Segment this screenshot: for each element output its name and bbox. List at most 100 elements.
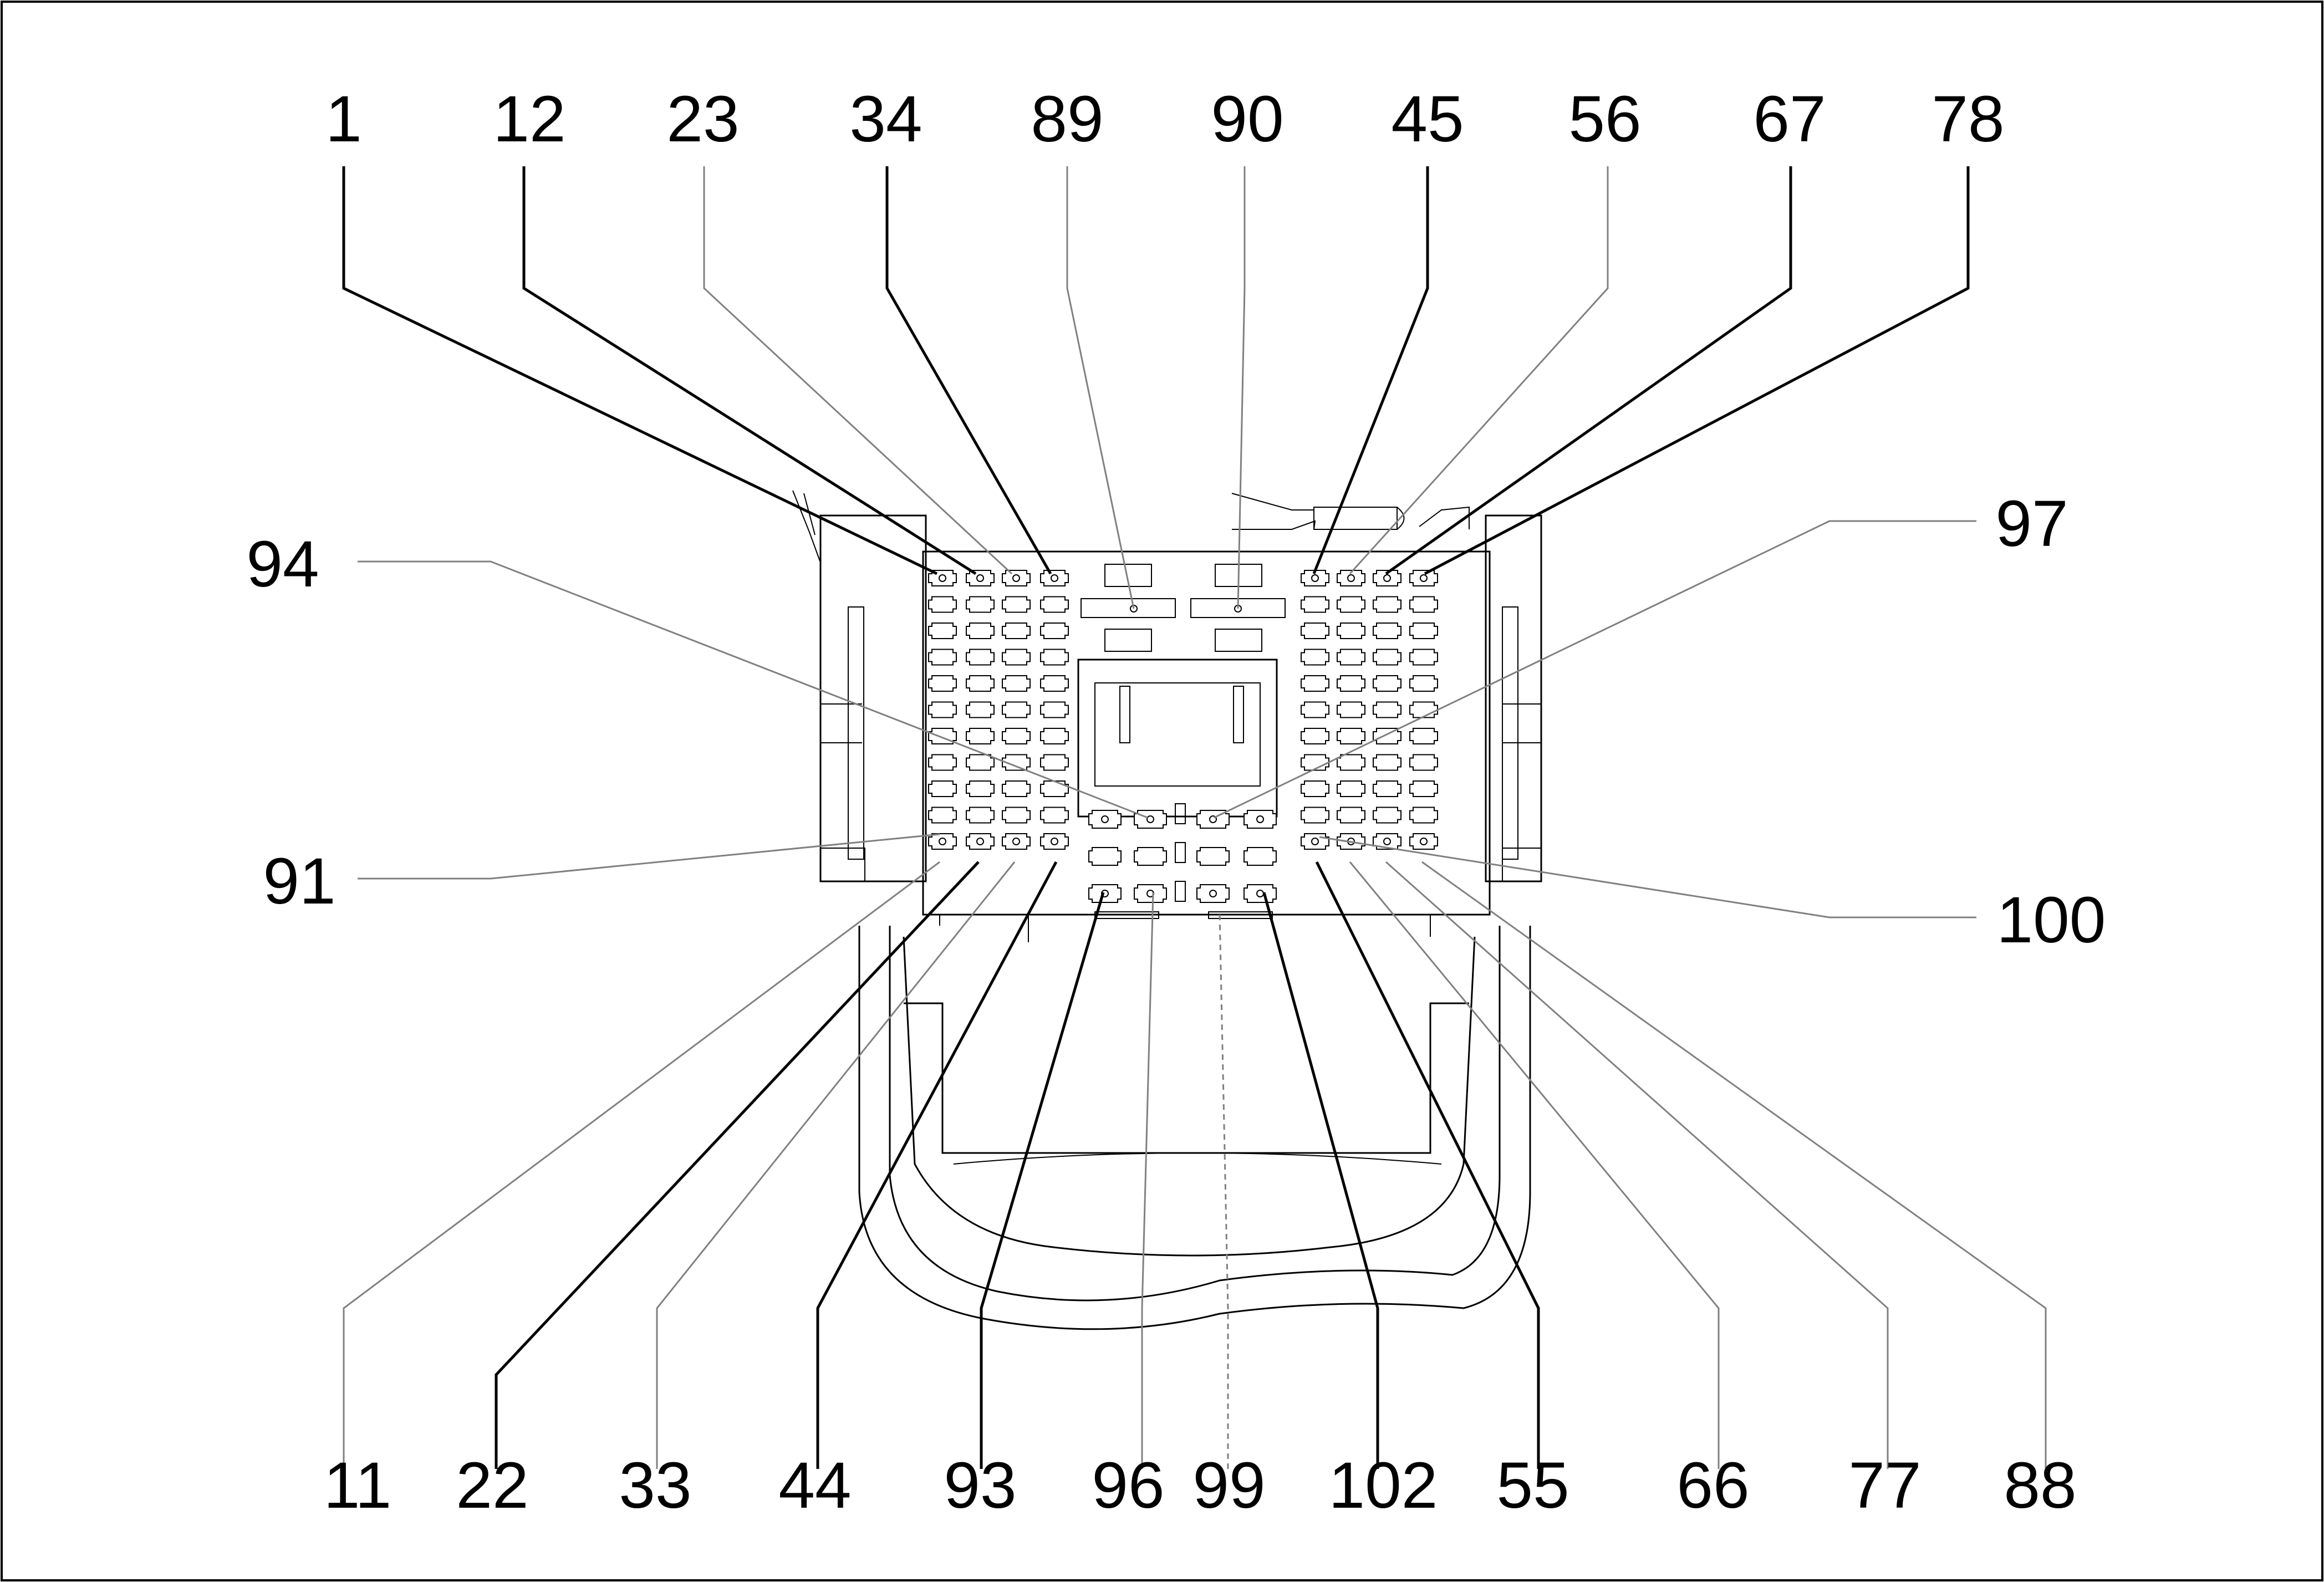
terminal-cavity bbox=[1002, 596, 1031, 613]
terminal-cavity bbox=[1134, 810, 1167, 829]
terminal-cavity bbox=[1337, 807, 1365, 824]
terminal-cavity bbox=[1409, 649, 1438, 666]
terminal-cavity bbox=[1337, 570, 1365, 586]
terminal-cavity bbox=[1301, 728, 1329, 744]
terminal-cavity bbox=[1373, 675, 1401, 692]
terminal-cavity bbox=[928, 754, 957, 771]
terminal-cavity bbox=[1196, 884, 1230, 903]
terminal-cavity bbox=[966, 728, 995, 744]
side-pin-labels: 94 91 97 100 bbox=[246, 487, 2106, 957]
terminal-cavity bbox=[1409, 728, 1438, 744]
terminal-pin-marker bbox=[976, 574, 984, 582]
terminal-cavity bbox=[1301, 833, 1329, 850]
terminal-cavity bbox=[966, 675, 995, 692]
terminal-cavity bbox=[928, 833, 957, 850]
terminal-cavity bbox=[1040, 622, 1069, 639]
pin-label-66: 66 bbox=[1676, 1449, 1749, 1522]
terminal-cavity bbox=[1002, 754, 1031, 771]
terminal-cavity bbox=[1040, 570, 1069, 586]
terminal-cavity bbox=[966, 780, 995, 797]
terminal-cavity bbox=[1040, 754, 1069, 771]
terminal-cavity bbox=[1243, 810, 1277, 829]
pin-label-67: 67 bbox=[1753, 83, 1826, 156]
terminal-pin-marker bbox=[1012, 838, 1020, 845]
terminal-cavity bbox=[1337, 754, 1365, 771]
bottom-pin-labels: 11 22 33 44 93 96 99 102 55 66 77 88 bbox=[324, 1449, 2077, 1522]
terminal-cavity bbox=[1088, 884, 1122, 903]
terminal-cavity bbox=[1002, 807, 1031, 824]
terminal-cavity bbox=[1002, 675, 1031, 692]
terminal-cavity bbox=[966, 807, 995, 824]
terminal-cavity bbox=[1409, 596, 1438, 613]
terminal-cavity bbox=[1301, 754, 1329, 771]
connector-handle bbox=[858, 915, 1531, 1330]
terminal-cavity bbox=[928, 701, 957, 718]
pin-label-33: 33 bbox=[619, 1449, 691, 1522]
terminal-pin-marker bbox=[1311, 838, 1319, 845]
terminal-pin-marker bbox=[1383, 574, 1391, 582]
pin-label-1: 1 bbox=[325, 83, 362, 156]
terminal-cavity bbox=[1373, 754, 1401, 771]
pin-label-78: 78 bbox=[1931, 83, 2004, 156]
terminal-cavity bbox=[1337, 649, 1365, 666]
terminal-cavity bbox=[1409, 675, 1438, 692]
terminal-cavity bbox=[966, 833, 995, 850]
terminal-cavity bbox=[966, 701, 995, 718]
terminal-cavity bbox=[1040, 675, 1069, 692]
terminal-cavity bbox=[1337, 596, 1365, 613]
terminal-cavity bbox=[1002, 701, 1031, 718]
terminal-cavity bbox=[1301, 596, 1329, 613]
terminal-cavity bbox=[966, 622, 995, 639]
terminal-cavity bbox=[1373, 701, 1401, 718]
terminal-cavity bbox=[1040, 649, 1069, 666]
terminal-cavity bbox=[1243, 884, 1277, 903]
terminal-pin-marker bbox=[1383, 838, 1391, 845]
pin-label-56: 56 bbox=[1568, 83, 1641, 156]
terminal-pin-marker bbox=[1256, 815, 1264, 823]
terminal-cavity bbox=[928, 649, 957, 666]
terminal-cavity bbox=[1134, 847, 1167, 866]
terminal-pin-marker bbox=[1051, 838, 1058, 845]
terminal-pin-marker bbox=[1146, 815, 1154, 823]
terminal-pin-marker bbox=[1209, 815, 1217, 823]
terminal-pin-marker bbox=[1420, 838, 1428, 845]
terminal-pin-marker bbox=[1209, 890, 1217, 897]
terminal-cavity bbox=[1337, 701, 1365, 718]
terminal-cavity bbox=[1040, 728, 1069, 744]
terminal-pin-marker bbox=[939, 574, 946, 582]
terminal-cavity bbox=[1040, 807, 1069, 824]
terminal-cavity bbox=[1409, 570, 1438, 586]
connector-body bbox=[792, 490, 1542, 919]
terminal-cavity bbox=[1409, 622, 1438, 639]
terminal-cavity bbox=[1002, 728, 1031, 744]
terminal-cavity bbox=[1373, 807, 1401, 824]
terminal-pin-marker bbox=[1420, 574, 1428, 582]
pin-label-44: 44 bbox=[778, 1449, 851, 1522]
terminal-pin-marker bbox=[976, 838, 984, 845]
pin-label-89: 89 bbox=[1031, 83, 1103, 156]
terminal-cavity bbox=[1373, 596, 1401, 613]
terminal-pin-marker bbox=[1311, 574, 1319, 582]
terminal-cavity bbox=[1337, 780, 1365, 797]
terminal-cavity bbox=[1243, 847, 1277, 866]
terminal-pin-marker bbox=[1101, 815, 1109, 823]
pin-label-55: 55 bbox=[1496, 1449, 1569, 1522]
terminal-cavity bbox=[1088, 847, 1122, 866]
terminal-cavity bbox=[1373, 728, 1401, 744]
pin-label-93: 93 bbox=[944, 1449, 1016, 1522]
pin-label-34: 34 bbox=[849, 83, 922, 156]
terminal-cavity bbox=[928, 622, 957, 639]
terminal-cavity bbox=[1088, 810, 1122, 829]
terminal-cavity bbox=[928, 675, 957, 692]
terminal-cavity bbox=[1301, 570, 1329, 586]
terminal-cavity bbox=[1301, 701, 1329, 718]
terminal-cavity bbox=[1337, 728, 1365, 744]
terminal-cavity bbox=[1002, 570, 1031, 586]
terminal-cavity bbox=[1373, 649, 1401, 666]
pin-label-100: 100 bbox=[1997, 884, 2106, 957]
terminal-cavity bbox=[1409, 701, 1438, 718]
pin-label-94: 94 bbox=[246, 528, 319, 601]
terminal-cavity bbox=[1373, 780, 1401, 797]
